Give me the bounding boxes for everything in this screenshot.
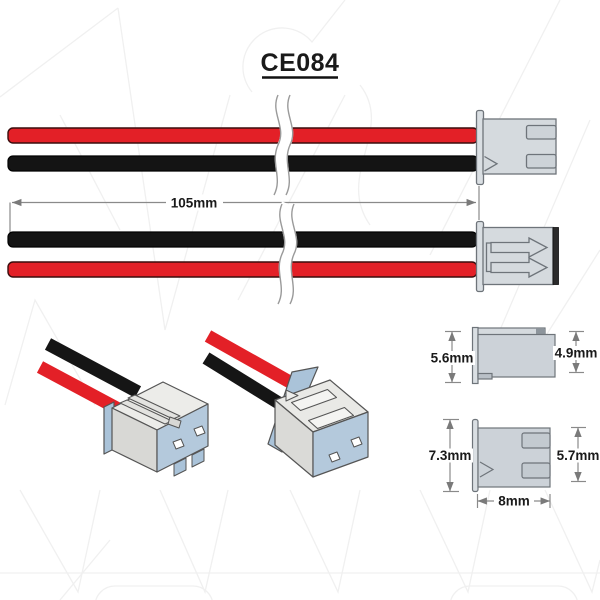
polarity-triangle-icon xyxy=(479,461,495,478)
mating-slot xyxy=(307,406,355,430)
mount-foot xyxy=(173,457,187,477)
red-wire xyxy=(204,330,301,392)
red-wire xyxy=(7,261,478,278)
body-width-label-b: 8mm xyxy=(498,494,530,509)
mating-slot xyxy=(290,388,338,412)
latch-arrow-icon xyxy=(490,236,549,259)
latch-hook xyxy=(167,416,182,429)
housing-slot xyxy=(521,462,551,479)
body-height-label-b: 5.7mm xyxy=(557,448,600,463)
housing-dimension-view-b: 7.3mm 5.7mm 8mm xyxy=(427,418,600,509)
connector-3d-front-view xyxy=(202,330,369,478)
cable-break-icon xyxy=(273,95,294,195)
title-block: CE084 xyxy=(261,49,340,79)
mount-foot xyxy=(191,448,205,468)
latch-arrow-icon xyxy=(490,256,549,279)
dimension-cable-length: 105mm xyxy=(9,186,480,234)
black-wire xyxy=(44,338,142,398)
black-wire xyxy=(7,155,479,172)
contact-window xyxy=(350,436,363,448)
housing-top-side-view xyxy=(475,109,557,186)
black-wire xyxy=(7,231,478,248)
cable-break-icon xyxy=(277,204,298,304)
latch-rail xyxy=(127,394,181,420)
connector-3d-rear-view xyxy=(36,338,209,477)
housing-slot xyxy=(525,124,557,140)
red-wire xyxy=(7,127,479,144)
housing-bottom-side-view xyxy=(475,220,559,293)
cable-length-label: 105mm xyxy=(171,196,218,211)
contact-window xyxy=(172,438,185,450)
black-wire xyxy=(202,352,286,411)
bottom-cable xyxy=(7,204,559,304)
page-title: CE084 xyxy=(261,49,340,77)
flange-height-label-b: 7.3mm xyxy=(429,448,472,463)
contact-window xyxy=(193,425,206,437)
housing-slot xyxy=(521,432,551,449)
polarity-triangle-icon xyxy=(484,155,499,172)
polarity-triangle-icon xyxy=(285,389,299,402)
body-height-label-a: 4.9mm xyxy=(555,346,598,361)
top-cable xyxy=(7,95,557,195)
contact-window xyxy=(328,451,341,463)
latch-bracket xyxy=(485,242,491,273)
flange-height-label-a: 5.6mm xyxy=(431,351,474,366)
housing-dimension-view-a: 5.6mm 4.9mm xyxy=(429,326,599,385)
housing-slot xyxy=(525,153,557,169)
